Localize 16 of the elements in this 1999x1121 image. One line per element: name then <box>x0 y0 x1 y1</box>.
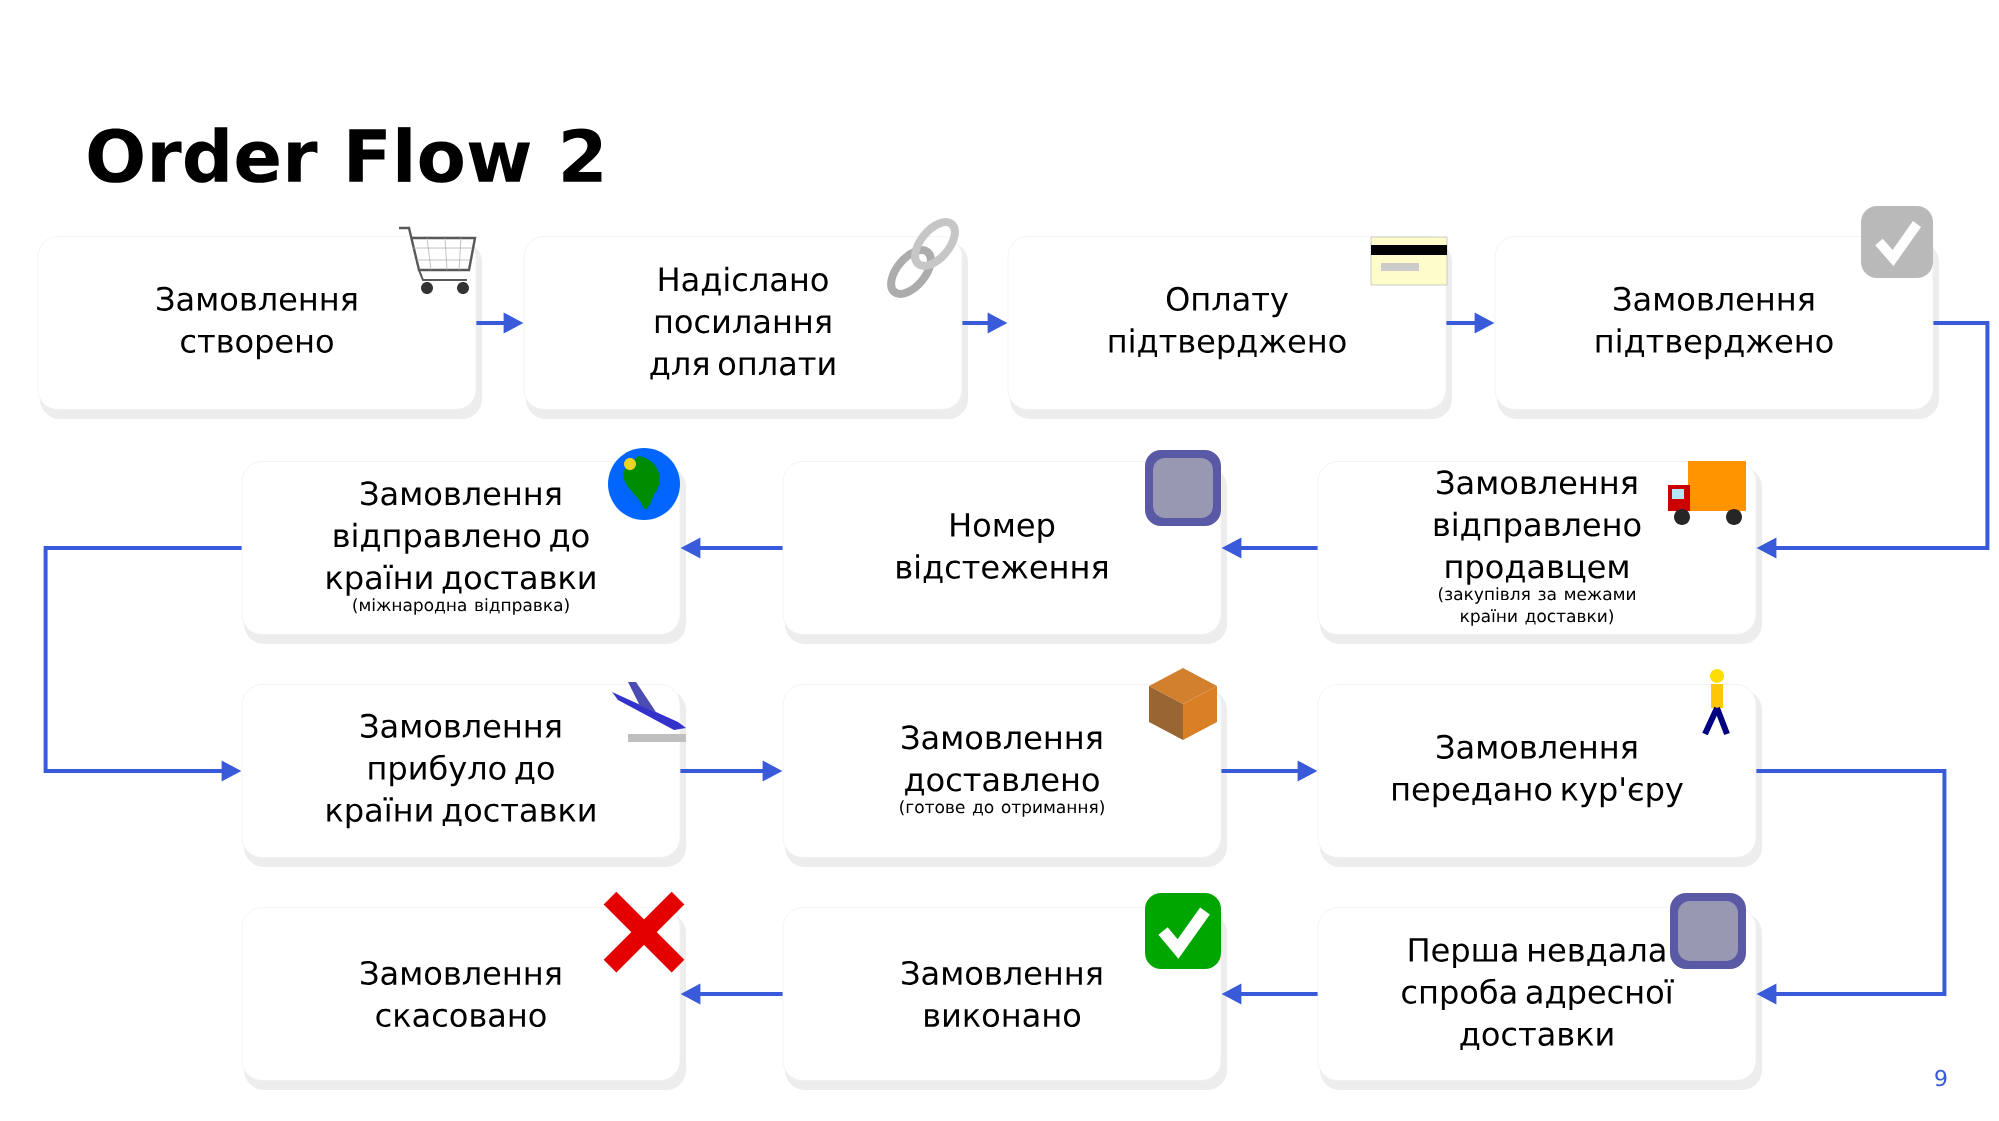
process-box: Оплату підтверджено <box>1007 236 1452 419</box>
process-box: Замовлення виконано <box>782 907 1227 1090</box>
process-box: Перша невдала спроба адресної доставки <box>1317 907 1762 1090</box>
arrow <box>1756 769 1947 1005</box>
process-box: Замовлення передано кур'єру <box>1317 684 1762 867</box>
process-box: Надіслано посилання для оплати <box>523 236 968 419</box>
process-box: Замовлення доставлено (готове до отримання) <box>782 684 1227 867</box>
process-box: Замовлення прибуло до країни доставки <box>241 684 686 867</box>
process-box: Замовлення створено <box>37 236 482 419</box>
process-box: Замовлення відправлено до країни доставки (міжнародна відправка) <box>241 461 686 644</box>
process-box: Номер відстеження <box>782 461 1227 644</box>
process-box: Замовлення скасовано <box>241 907 686 1090</box>
title: Order Flow 2 <box>88 127 602 183</box>
process-box: Замовлення підтверджено <box>1494 236 1939 419</box>
page-number: 9 <box>1935 1069 1947 1087</box>
process-box: Замовлення відправлено продавцем (закупівля за межами країни доставки) <box>1317 461 1762 644</box>
